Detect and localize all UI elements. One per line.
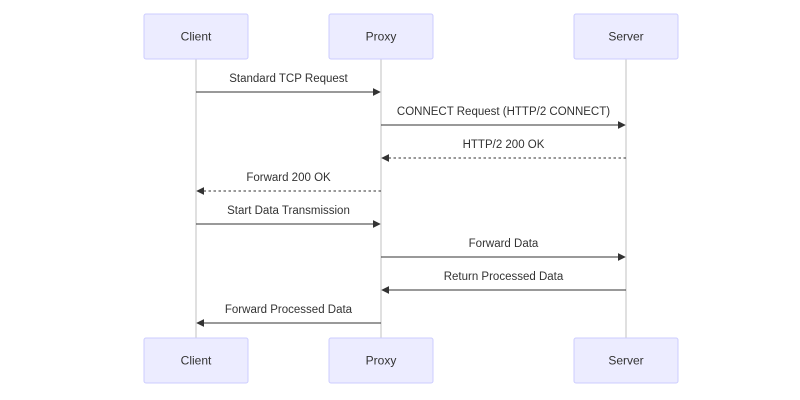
actor-client-bottom: Client bbox=[143, 337, 249, 384]
message-label: Standard TCP Request bbox=[229, 73, 348, 85]
actor-box bbox=[143, 13, 249, 60]
actor-client-top: Client bbox=[143, 13, 249, 60]
message-6: Forward Data bbox=[381, 238, 626, 261]
actor-server-bottom: Server bbox=[573, 337, 679, 384]
message-3: HTTP/2 200 OK bbox=[381, 139, 626, 162]
message-label: Forward Processed Data bbox=[225, 304, 353, 316]
actor-box bbox=[573, 337, 679, 384]
actor-box bbox=[328, 13, 434, 60]
message-7: Return Processed Data bbox=[381, 271, 626, 294]
message-8: Forward Processed Data bbox=[196, 304, 381, 327]
message-label: Return Processed Data bbox=[444, 271, 564, 283]
actor-server-top: Server bbox=[573, 13, 679, 60]
actor-proxy-bottom: Proxy bbox=[328, 337, 434, 384]
actor-label: Server bbox=[608, 30, 643, 44]
message-1: Standard TCP Request bbox=[196, 73, 381, 96]
message-2: CONNECT Request (HTTP/2 CONNECT) bbox=[381, 106, 626, 129]
actor-box bbox=[328, 337, 434, 384]
message-label: CONNECT Request (HTTP/2 CONNECT) bbox=[397, 106, 610, 118]
message-label: HTTP/2 200 OK bbox=[463, 139, 545, 151]
actor-label: Proxy bbox=[366, 30, 397, 44]
actor-box bbox=[143, 337, 249, 384]
actor-box bbox=[573, 13, 679, 60]
actor-label: Client bbox=[181, 354, 212, 368]
message-label: Forward Data bbox=[469, 238, 539, 250]
message-label: Start Data Transmission bbox=[227, 205, 350, 217]
actor-label: Client bbox=[181, 30, 212, 44]
message-label: Forward 200 OK bbox=[246, 172, 331, 184]
message-4: Forward 200 OK bbox=[196, 172, 381, 195]
actor-label: Server bbox=[608, 354, 643, 368]
actor-proxy-top: Proxy bbox=[328, 13, 434, 60]
message-5: Start Data Transmission bbox=[196, 205, 381, 228]
actor-label: Proxy bbox=[366, 354, 397, 368]
